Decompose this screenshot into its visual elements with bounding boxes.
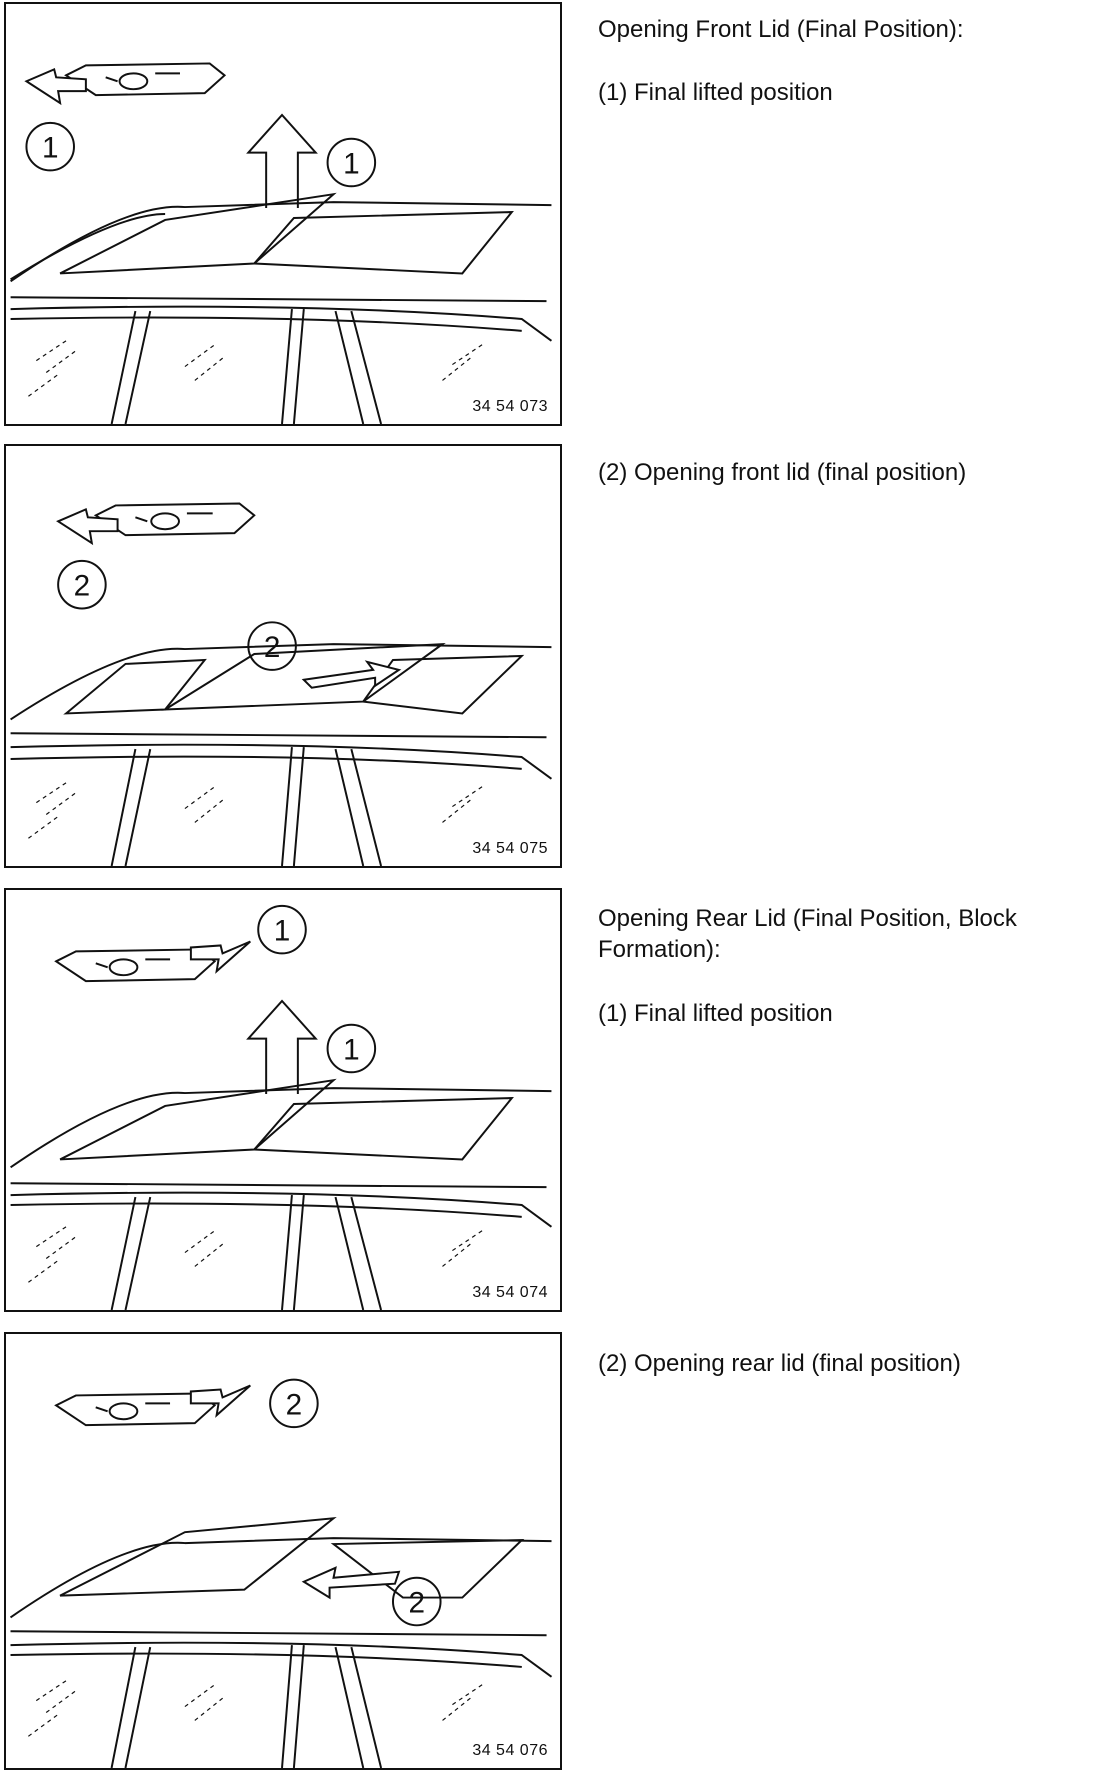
callout-circle-icon <box>257 904 307 955</box>
lift-arrow-icon <box>246 999 318 1095</box>
callout-circle-icon <box>326 137 377 188</box>
caption-rear-lifted: (1) Final lifted position <box>598 1000 833 1027</box>
callout-number: 2 <box>409 1586 426 1619</box>
sunroof-rear-opening-illustration: 2 2 <box>9 1378 553 1768</box>
lift-arrow-icon <box>246 113 318 209</box>
sunroof-front-lifted-illustration: 1 1 <box>10 62 553 424</box>
caption-front-lifted: (1) Final lifted position <box>598 79 833 106</box>
callout-number: 2 <box>74 570 91 603</box>
callout-number: 1 <box>274 915 291 948</box>
figure-panel-3: 1 1 34 54 074 <box>4 888 562 1312</box>
callout-circle-icon <box>326 1023 377 1074</box>
callout-number: 2 <box>264 631 281 664</box>
figure-id: 34 54 075 <box>472 840 548 857</box>
caption-front-opening: (2) Opening front lid (final position) <box>598 459 967 486</box>
push-arrow-icon <box>56 508 119 546</box>
switch-console-icon <box>54 1392 217 1427</box>
switch-console-icon <box>64 62 227 97</box>
push-arrow-icon <box>24 68 87 106</box>
figure-panel-1: 1 1 34 54 073 <box>4 2 562 426</box>
slide-arrow-icon <box>301 660 402 689</box>
section-heading-front-lid: Opening Front Lid (Final Position): <box>598 16 964 43</box>
callout-circle-icon <box>391 1576 442 1627</box>
callout-number: 1 <box>343 147 360 180</box>
figure-id: 34 54 073 <box>472 398 548 415</box>
figure-panel-4: 2 2 34 54 076 <box>4 1332 562 1770</box>
sunroof-rear-lifted-illustration: 1 1 <box>10 904 553 1310</box>
section-heading-rear-lid: Opening Rear Lid (Final Position, Block … <box>598 905 1017 963</box>
slide-arrow-icon <box>301 1566 401 1600</box>
push-arrow-icon <box>189 1384 251 1418</box>
callout-circle-icon <box>25 121 75 172</box>
figure-panel-2: 2 2 34 54 075 <box>4 444 562 868</box>
callout-number: 1 <box>343 1033 360 1066</box>
callout-number: 1 <box>42 132 59 165</box>
figure-id: 34 54 076 <box>472 1742 548 1759</box>
sunroof-front-opening-illustration: 2 2 <box>10 502 553 866</box>
caption-rear-opening: (2) Opening rear lid (final position) <box>598 1350 961 1377</box>
callout-circle-icon <box>269 1378 319 1429</box>
callout-number: 2 <box>286 1388 303 1421</box>
figure-id: 34 54 074 <box>472 1284 548 1301</box>
push-arrow-icon <box>189 940 251 974</box>
switch-console-icon <box>54 948 217 983</box>
switch-console-icon <box>93 502 256 537</box>
callout-circle-icon <box>57 559 107 610</box>
